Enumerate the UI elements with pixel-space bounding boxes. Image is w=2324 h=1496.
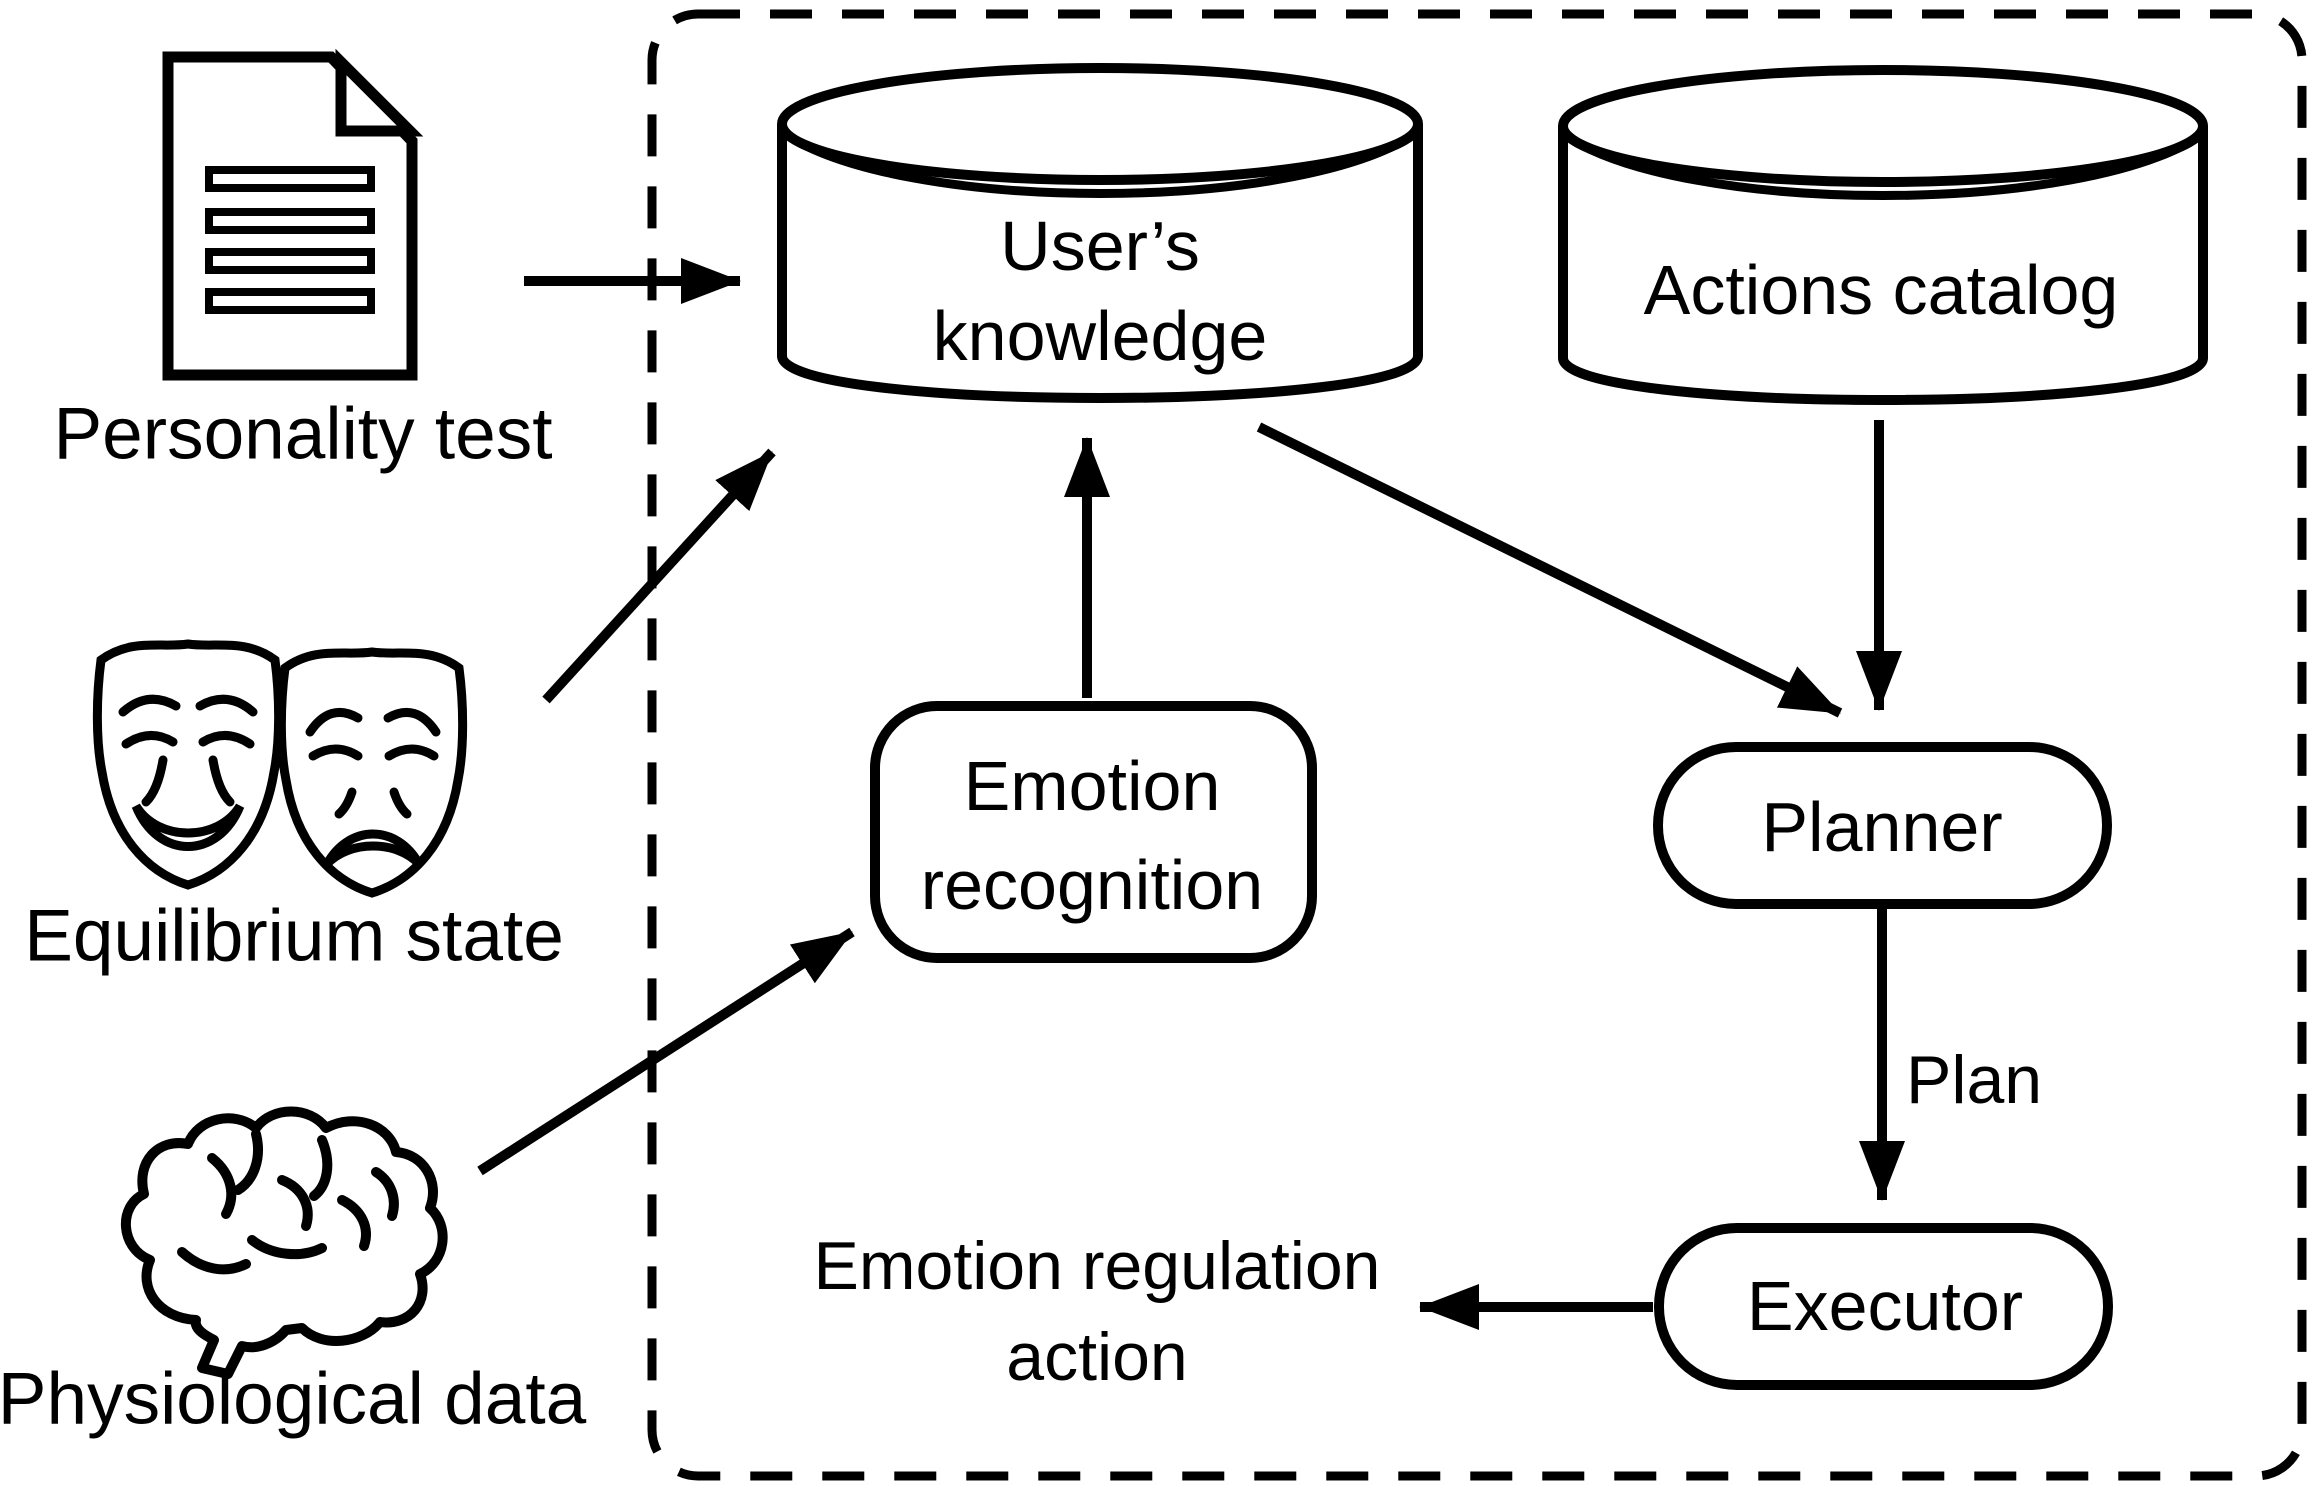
emotion-regulation-action-label-line2: action: [1006, 1319, 1188, 1395]
document-icon: [162, 48, 424, 381]
users-knowledge-label-line1: User’s: [1000, 207, 1200, 285]
equilibrium-state-label: Equilibrium state: [24, 895, 564, 977]
plan-edge-label: Plan: [1906, 1042, 2043, 1118]
planner-label: Planner: [1761, 788, 2003, 866]
emotion-recognition-label-line1: Emotion: [963, 747, 1221, 825]
planner-box: [1653, 742, 2112, 909]
theater-masks-icon: [92, 639, 468, 898]
executor-label: Executor: [1746, 1267, 2024, 1345]
tragedy-mask: [276, 647, 468, 898]
physiological-data-label: Physiological data: [0, 1358, 587, 1440]
emotion-recognition-box: [870, 701, 1317, 963]
actions-catalog-cylinder: [1558, 65, 2208, 405]
comedy-mask: [92, 639, 284, 890]
system-boundary-dashed-box: [647, 9, 2307, 1481]
brain-icon: [120, 1106, 448, 1379]
users-knowledge-cylinder: [777, 63, 1423, 403]
executor-box: [1654, 1223, 2113, 1390]
emotion-regulation-action-label-line1: Emotion regulation: [813, 1228, 1381, 1304]
arrow-physiological-to-emotion-recognition: [477, 927, 855, 1176]
arrow-knowledge-to-planner: [1256, 422, 1843, 718]
users-knowledge-label-line2: knowledge: [932, 297, 1268, 375]
personality-test-label: Personality test: [53, 393, 553, 475]
emotion-recognition-label-line2: recognition: [920, 846, 1264, 924]
arrow-equilibrium-to-knowledge: [542, 448, 776, 704]
actions-catalog-label: Actions catalog: [1643, 251, 2119, 329]
